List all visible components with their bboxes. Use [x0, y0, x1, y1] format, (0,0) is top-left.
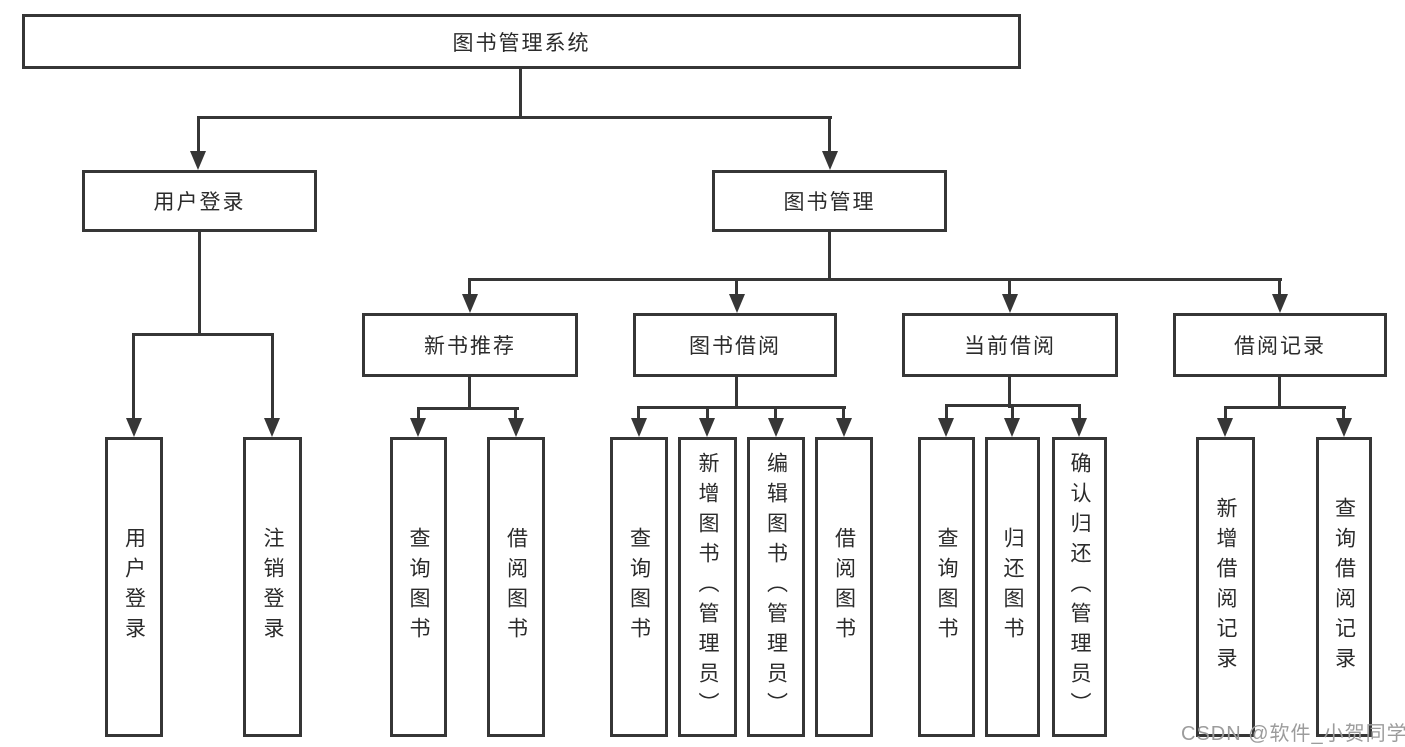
arrowhead-user-login — [190, 151, 206, 170]
leaf-bb-query-book-label: 查询图书 — [627, 527, 651, 647]
leaf-bb-add-book-admin: 新增图书（管理员） — [678, 437, 737, 737]
connector-new-rec-stem — [468, 375, 471, 410]
leaf-cb-return-book: 归还图书 — [985, 437, 1040, 737]
connector-drop-rec-add-record — [1224, 406, 1227, 420]
connector-drop-book-mgmt — [828, 116, 831, 153]
arrowhead-cb-return — [1004, 418, 1020, 437]
leaf-logout-label: 注销登录 — [261, 527, 284, 647]
leaf-bb-borrow-book: 借阅图书 — [815, 437, 873, 737]
leaf-cb-confirm-return-admin-label: 确认归还（管理员） — [1068, 452, 1091, 722]
arrowhead-rec-borrow — [508, 418, 524, 437]
connector-drop-cb-confirm — [1078, 404, 1081, 420]
node-book-management-label: 图书管理 — [783, 191, 876, 214]
leaf-record-query-label: 查询借阅记录 — [1332, 497, 1356, 677]
csdn-watermark-text: CSDN @软件_小贺同学 — [1181, 723, 1405, 745]
node-current-borrow: 当前借阅 — [902, 313, 1118, 377]
leaf-cb-return-book-label: 归还图书 — [1001, 527, 1024, 647]
node-new-book-recommend: 新书推荐 — [362, 313, 578, 377]
node-book-borrow: 图书借阅 — [633, 313, 837, 377]
connector-user-login-bar — [133, 333, 274, 336]
leaf-cb-query-book-label: 查询图书 — [935, 527, 958, 647]
csdn-watermark: CSDN @软件_小贺同学 — [1181, 717, 1405, 746]
leaf-rec-query-book: 查询图书 — [390, 437, 447, 737]
connector-record-bar — [1224, 406, 1346, 409]
leaf-bb-borrow-book-label: 借阅图书 — [832, 527, 856, 647]
connector-current-stem — [1008, 375, 1011, 408]
arrowhead-new-rec — [462, 294, 478, 313]
leaf-bb-add-book-admin-label: 新增图书（管理员） — [696, 452, 719, 722]
leaf-record-query: 查询借阅记录 — [1316, 437, 1372, 737]
leaf-user-login-label: 用户登录 — [122, 527, 146, 647]
node-root: 图书管理系统 — [22, 14, 1021, 69]
connector-book-mgmt-stem — [828, 231, 831, 280]
leaf-rec-borrow-book-label: 借阅图书 — [504, 527, 528, 647]
node-book-management: 图书管理 — [712, 170, 947, 232]
connector-book-borrow-stem — [735, 375, 738, 409]
connector-drop-bb-borrow — [842, 406, 845, 420]
leaf-cb-confirm-return-admin: 确认归还（管理员） — [1052, 437, 1107, 737]
connector-drop-cb-return — [1011, 404, 1014, 420]
connector-drop-login-leaf — [132, 333, 135, 420]
leaf-bb-edit-book-admin-label: 编辑图书（管理员） — [764, 452, 788, 722]
arrowhead-logout-leaf — [264, 418, 280, 437]
node-current-borrow-label: 当前借阅 — [964, 335, 1056, 358]
node-root-label: 图书管理系统 — [452, 31, 591, 55]
node-user-login-label: 用户登录 — [153, 191, 246, 214]
leaf-cb-query-book: 查询图书 — [918, 437, 975, 737]
arrowhead-book-mgmt — [822, 151, 838, 170]
arrowhead-rec-query — [410, 418, 426, 437]
connector-level3-bar — [469, 278, 1282, 281]
arrowhead-rec-query-record — [1336, 418, 1352, 437]
arrowhead-borrow-record — [1272, 294, 1288, 313]
node-borrow-record: 借阅记录 — [1173, 313, 1387, 377]
connector-user-login-stem — [198, 230, 201, 336]
leaf-record-add: 新增借阅记录 — [1196, 437, 1255, 737]
connector-drop-bb-edit — [774, 406, 777, 420]
connector-drop-new-rec — [468, 278, 471, 296]
connector-drop-bb-add — [706, 406, 709, 420]
leaf-record-add-label: 新增借阅记录 — [1214, 497, 1237, 677]
node-user-login: 用户登录 — [82, 170, 317, 232]
connector-drop-borrow-record — [1278, 278, 1281, 296]
connector-drop-cb-query — [945, 404, 948, 420]
connector-drop-bb-query — [637, 406, 640, 420]
connector-drop-rec-query-record — [1342, 406, 1345, 420]
leaf-bb-edit-book-admin: 编辑图书（管理员） — [747, 437, 805, 737]
connector-root-stem — [519, 66, 522, 118]
arrowhead-login-leaf — [126, 418, 142, 437]
arrowhead-bb-borrow — [836, 418, 852, 437]
leaf-bb-query-book: 查询图书 — [610, 437, 668, 737]
connector-record-stem — [1278, 375, 1281, 409]
connector-drop-logout-leaf — [271, 333, 274, 420]
connector-drop-current-borrow — [1008, 278, 1011, 296]
arrowhead-book-borrow — [729, 294, 745, 313]
connector-drop-rec-borrow — [514, 407, 517, 420]
arrowhead-cb-confirm — [1071, 418, 1087, 437]
arrowhead-bb-query — [631, 418, 647, 437]
arrowhead-bb-add — [699, 418, 715, 437]
connector-drop-user-login — [197, 116, 200, 153]
node-new-book-recommend-label: 新书推荐 — [424, 335, 516, 358]
node-borrow-record-label: 借阅记录 — [1234, 335, 1326, 358]
arrowhead-rec-add-record — [1217, 418, 1233, 437]
connector-new-rec-bar — [417, 407, 519, 410]
connector-book-borrow-bar — [638, 406, 846, 409]
leaf-rec-query-book-label: 查询图书 — [407, 527, 430, 647]
leaf-user-login: 用户登录 — [105, 437, 163, 737]
arrowhead-current-borrow — [1002, 294, 1018, 313]
leaf-rec-borrow-book: 借阅图书 — [487, 437, 545, 737]
node-book-borrow-label: 图书借阅 — [689, 335, 781, 358]
connector-level2-bar — [197, 116, 832, 119]
arrowhead-bb-edit — [768, 418, 784, 437]
arrowhead-cb-query — [938, 418, 954, 437]
connector-drop-book-borrow — [735, 278, 738, 296]
connector-drop-rec-query — [417, 407, 420, 420]
leaf-logout: 注销登录 — [243, 437, 302, 737]
